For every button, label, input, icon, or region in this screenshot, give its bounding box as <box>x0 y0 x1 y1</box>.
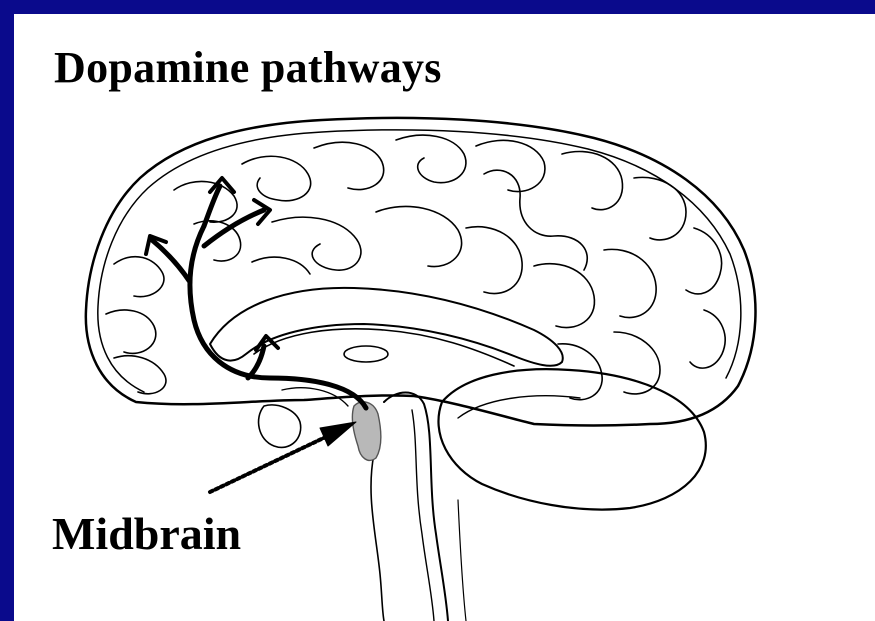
midbrain-pointer-line <box>210 434 332 492</box>
thalamus-oval <box>344 346 388 362</box>
mesocortical-pathway-main <box>190 226 366 408</box>
midbrain-region <box>352 402 380 461</box>
dopamine-pathways <box>152 186 366 408</box>
fornix-arc <box>254 329 514 366</box>
midbrain-label: Midbrain <box>52 507 241 560</box>
spinal-cord <box>371 454 384 621</box>
cortex-folds <box>106 135 725 400</box>
mesocortical-branch-2 <box>204 210 264 246</box>
slide-panel: Dopamine pathways <box>14 14 875 621</box>
pituitary <box>259 405 301 447</box>
mesocortical-branch-3 <box>152 240 190 282</box>
spinal-cord-inner <box>458 500 466 621</box>
midbrain-pointer-arrowhead <box>320 422 356 446</box>
hypothalamus <box>282 388 348 406</box>
cerebellum-fold <box>458 396 580 418</box>
cerebellum <box>438 369 705 509</box>
cerebrum-outline <box>86 118 756 426</box>
